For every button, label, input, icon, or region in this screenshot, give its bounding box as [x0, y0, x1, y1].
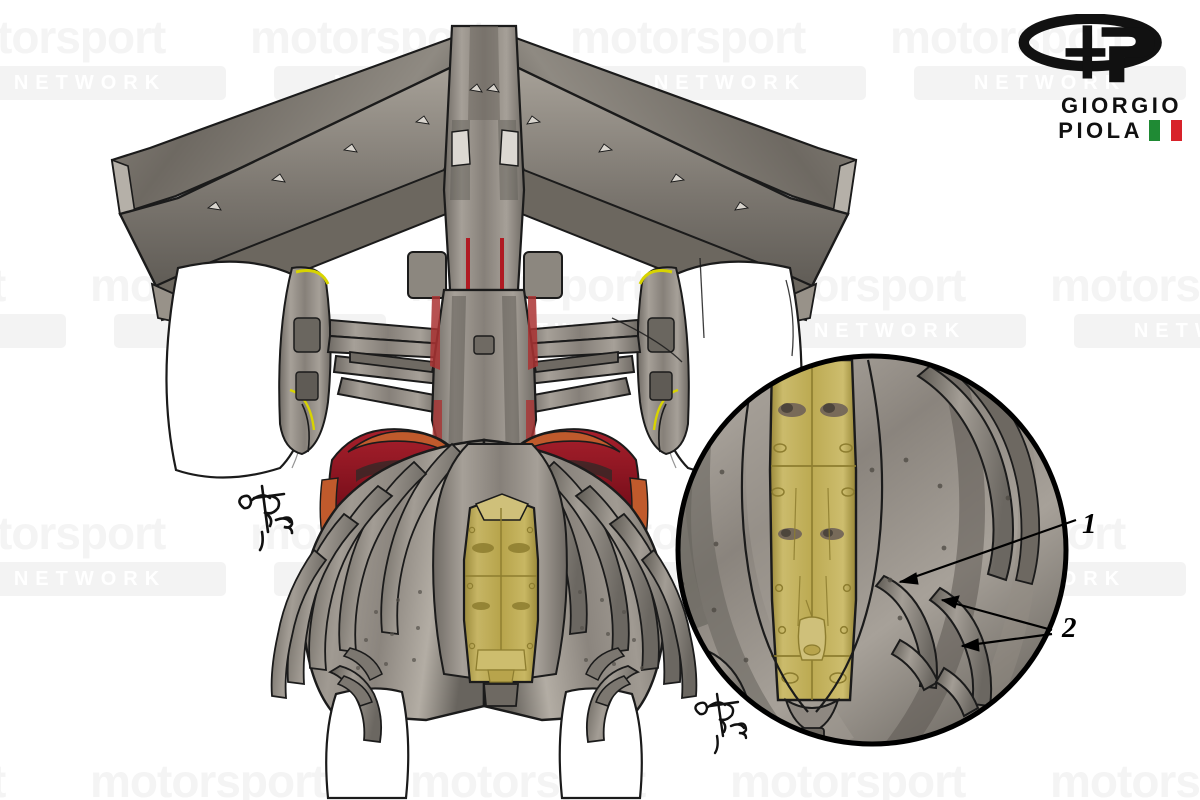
logo-giorgio-text: GIORGIO: [1060, 93, 1182, 118]
logo-name-line2: PIOLA: [1006, 118, 1182, 143]
gp-monogram-icon: [1018, 13, 1162, 83]
detail-strakes: [874, 574, 993, 718]
logo-piola-text: PIOLA: [1058, 118, 1143, 143]
artist-signature-main: [238, 484, 294, 552]
brake-duct-right: [585, 647, 632, 707]
detail-plank: [768, 358, 858, 702]
italian-flag-icon: [1149, 120, 1182, 141]
artist-signature-detail: [694, 692, 748, 755]
front-tyre-right: [558, 687, 643, 800]
plank-skid-block: [462, 493, 540, 684]
front-tyre-left: [325, 687, 410, 800]
rear-upright-left: [278, 266, 332, 456]
brake-duct-left: [336, 647, 383, 707]
logo-name-line1: GIORGIO: [1006, 93, 1182, 118]
giorgio-piola-logo: GIORGIO PIOLA: [1006, 13, 1182, 143]
